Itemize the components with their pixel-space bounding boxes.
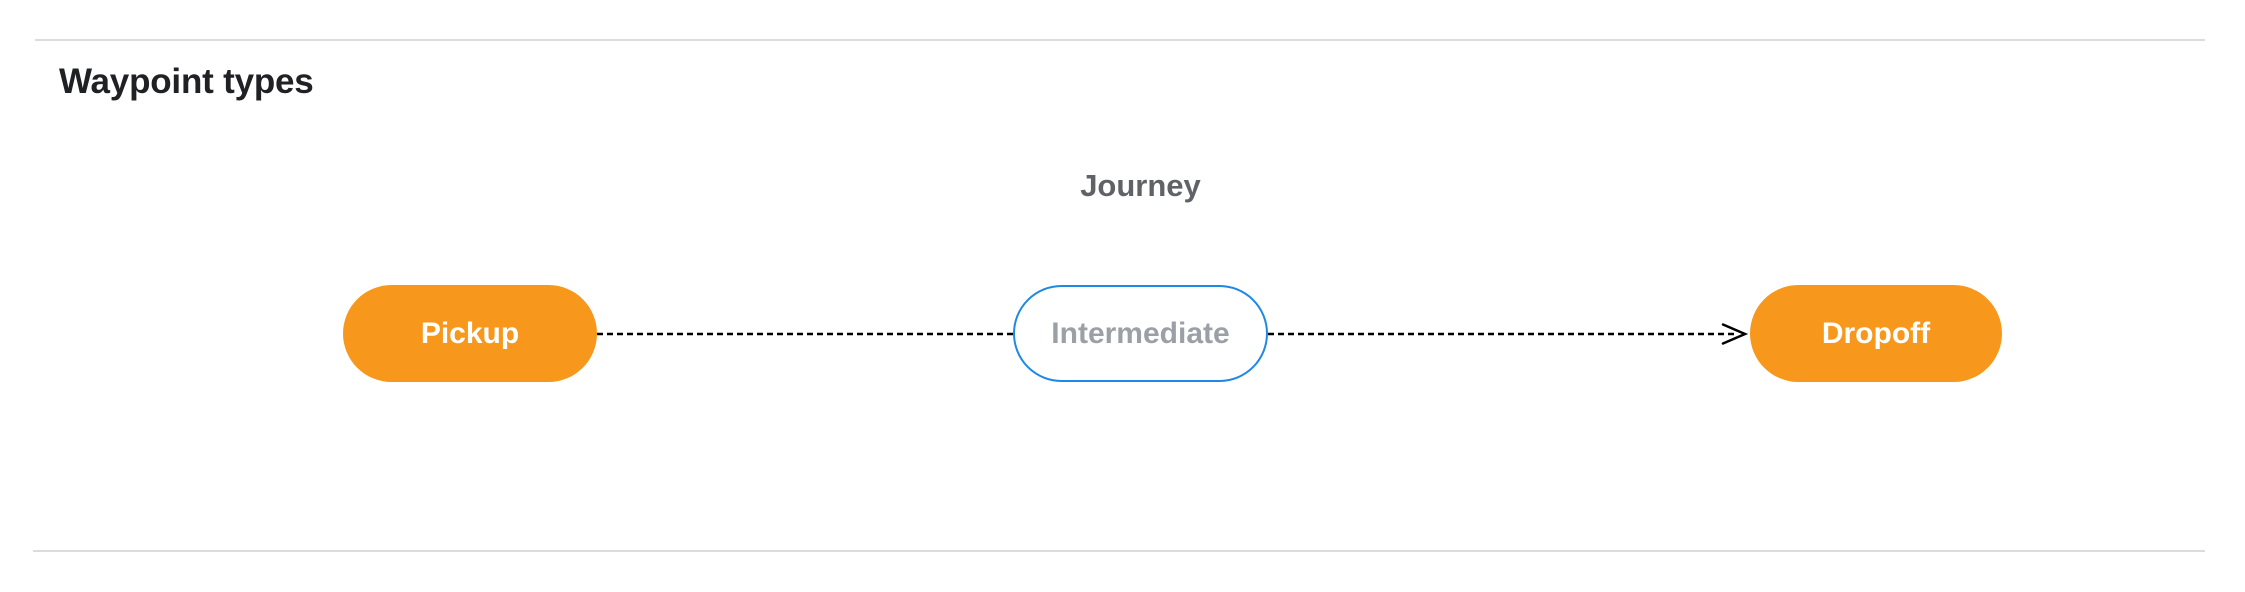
- node-dropoff-label: Dropoff: [1821, 316, 1931, 350]
- bottom-divider: [33, 550, 2205, 552]
- page-title: Waypoint types: [59, 62, 314, 101]
- journey-label: Journey: [1080, 168, 1201, 203]
- arrowhead-icon: [1721, 323, 1749, 345]
- node-pickup: Pickup: [343, 285, 597, 382]
- node-intermediate-label: Intermediate: [1051, 316, 1230, 350]
- top-divider: [35, 39, 2205, 41]
- node-dropoff: Dropoff: [1750, 285, 2002, 382]
- node-pickup-label: Pickup: [420, 316, 520, 350]
- node-intermediate: Intermediate: [1013, 285, 1268, 382]
